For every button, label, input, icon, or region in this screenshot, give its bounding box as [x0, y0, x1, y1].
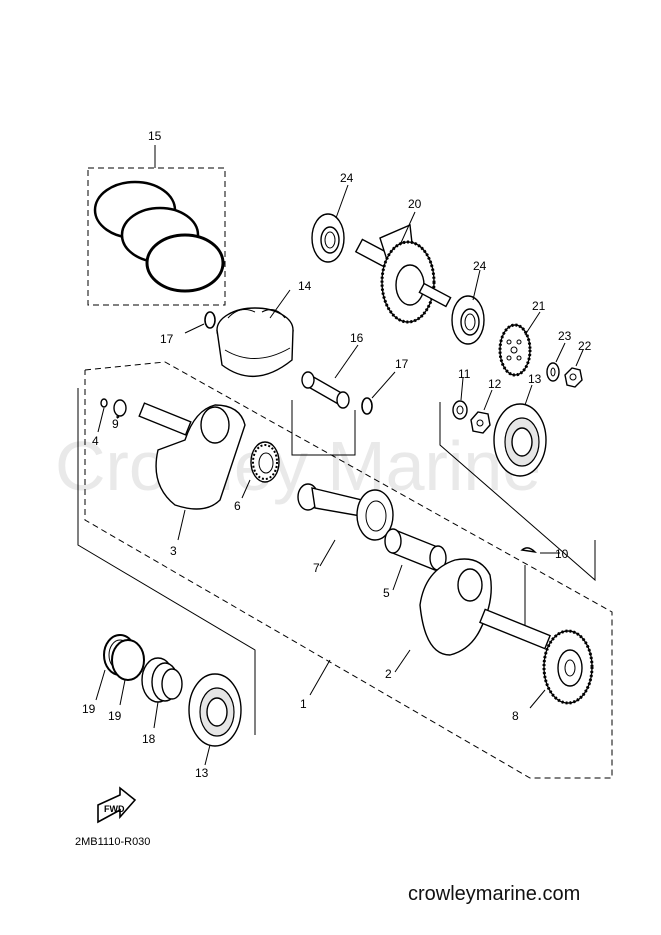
- piston-pin[interactable]: [291, 344, 359, 456]
- circlip-left[interactable]: [184, 311, 216, 334]
- balancer-shaft[interactable]: [354, 211, 452, 324]
- website-footer[interactable]: crowleymarine.com: [408, 883, 580, 905]
- washer-11[interactable]: [452, 377, 468, 420]
- bearing-right[interactable]: [451, 269, 485, 345]
- bearing-left[interactable]: [311, 184, 349, 263]
- callout-2: 2: [385, 667, 392, 681]
- crank-bearing-left[interactable]: [188, 673, 242, 766]
- piston[interactable]: [216, 289, 294, 377]
- crankshaft-assembly-outline: [84, 361, 613, 779]
- callout-21: 21: [532, 299, 546, 313]
- callout-11: 11: [458, 367, 471, 381]
- callout-19-left: 19: [82, 702, 96, 716]
- collar-9[interactable]: [113, 399, 127, 419]
- callout-24-left: 24: [340, 171, 354, 185]
- woodruff-key[interactable]: [520, 547, 560, 554]
- nut-top[interactable]: [564, 349, 584, 388]
- crank-right[interactable]: [394, 558, 551, 673]
- seal-19b[interactable]: [111, 639, 145, 706]
- forward-direction-arrow: FWD: [97, 786, 137, 824]
- callout-17-right: 17: [395, 357, 409, 371]
- callout-19-right: 19: [108, 709, 122, 723]
- callout-20: 20: [408, 197, 422, 211]
- bracket-left: [77, 388, 256, 735]
- callout-12: 12: [488, 377, 502, 391]
- callout-18: 18: [142, 732, 156, 746]
- circlip-right[interactable]: [361, 371, 396, 415]
- callout-labels: 15 24 20 24 14 21 17 16 23 22 17 11 13 1…: [82, 129, 592, 780]
- fwd-label: FWD: [104, 804, 125, 814]
- callout-13-left: 13: [195, 766, 209, 780]
- callout-1: 1: [300, 697, 307, 711]
- callout-16: 16: [350, 331, 364, 345]
- nut-12[interactable]: [470, 389, 493, 434]
- callout-24-right: 24: [473, 259, 487, 273]
- callout-4: 4: [92, 434, 99, 448]
- callout-15: 15: [148, 129, 162, 143]
- piston-ring-set[interactable]: [87, 145, 226, 306]
- lock-washer[interactable]: [546, 342, 566, 382]
- callout-5: 5: [383, 586, 390, 600]
- oring-4[interactable]: [97, 398, 108, 433]
- callout-17-left: 17: [160, 332, 174, 346]
- crank-left[interactable]: [138, 402, 246, 541]
- connecting-rod[interactable]: [297, 483, 394, 567]
- callout-8: 8: [512, 709, 519, 723]
- crank-bearing-right[interactable]: [493, 384, 547, 477]
- callout-13-right: 13: [528, 372, 542, 386]
- crank-gear[interactable]: [529, 629, 594, 709]
- callout-6: 6: [234, 499, 241, 513]
- diagram-code: 2MB1110-R030: [75, 836, 150, 848]
- callout-23: 23: [558, 329, 572, 343]
- callout-3: 3: [170, 544, 177, 558]
- callout-7: 7: [313, 561, 320, 575]
- bracket-right: [439, 402, 596, 582]
- callout-22: 22: [578, 339, 592, 353]
- spacer-18[interactable]: [141, 657, 183, 729]
- balancer-drive-gear[interactable]: [498, 311, 541, 377]
- callout-9: 9: [112, 417, 119, 431]
- callout-10: 10: [555, 547, 569, 561]
- crank-pin[interactable]: [384, 528, 447, 591]
- callout-14: 14: [298, 279, 312, 293]
- needle-bearing[interactable]: [241, 441, 280, 499]
